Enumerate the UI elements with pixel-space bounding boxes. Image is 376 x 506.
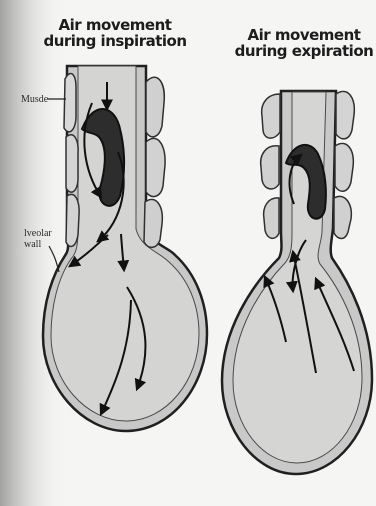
alveolar-wall-label: lveolar wall: [24, 228, 64, 250]
muscle-bundle-left: [261, 146, 279, 189]
muscle-bundle-left: [66, 194, 79, 246]
muscle-bundle-right: [336, 91, 354, 138]
alveolar-wall-label-line2: wall: [24, 239, 64, 250]
inspiration-title-line2: during inspiration: [42, 34, 188, 50]
inspiration-title: Air movement during inspiration: [42, 18, 188, 50]
muscle-bundle-right: [335, 143, 353, 191]
expiration-title-line2: during expiration: [232, 44, 376, 60]
muscle-bundle-left: [66, 135, 78, 192]
muscle-bundle-left: [64, 73, 76, 131]
expiration-title: Air movement during expiration: [232, 28, 376, 60]
muscle-bundle-right: [146, 138, 165, 196]
alveolar-wall-label-line1: lveolar: [24, 228, 64, 239]
page-shadow: [0, 0, 70, 506]
muscle-bundle-right: [144, 199, 162, 247]
muscle-bundle-right: [334, 196, 351, 238]
muscle-label: Musde: [21, 94, 48, 105]
muscle-bundle-left: [262, 94, 280, 138]
muscle-bundle-left: [264, 198, 279, 238]
muscle-bundle-right: [146, 77, 164, 137]
